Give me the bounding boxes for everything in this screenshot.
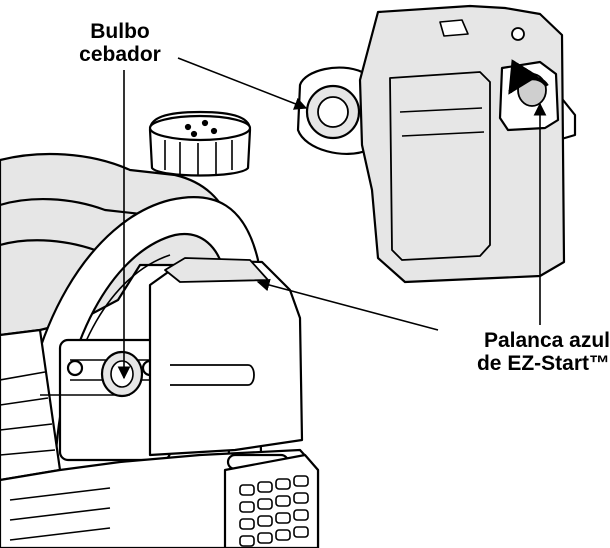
inset-cover-panel-lines bbox=[399, 107, 485, 137]
air-filter-top-recess bbox=[164, 257, 269, 283]
leader-lever-engine bbox=[256, 278, 439, 331]
inset-cover-screw bbox=[511, 27, 525, 41]
inset-cover-closeup bbox=[296, 4, 577, 284]
primer-bulb-label: Bulbo cebador bbox=[60, 20, 180, 66]
leader-primer-inset bbox=[177, 57, 308, 110]
fuel-cap-grip bbox=[164, 140, 233, 176]
carb-screw bbox=[66, 359, 84, 377]
engine-shroud-seam bbox=[0, 198, 151, 217]
ez-start-lever-label-line2: de EZ-Start™ bbox=[476, 352, 610, 375]
inset-cover-top-notch bbox=[439, 19, 469, 37]
fuel-cap-top bbox=[148, 114, 252, 142]
engine-lower-ridges bbox=[9, 487, 111, 541]
inset-cover-panel bbox=[389, 71, 491, 261]
callout-lines bbox=[117, 57, 547, 380]
exhaust-grille bbox=[239, 475, 309, 547]
primer-bulb-label-line1: Bulbo bbox=[90, 20, 150, 43]
air-filter-cover bbox=[148, 258, 304, 457]
primer-bulb-label-line2: cebador bbox=[79, 43, 161, 66]
air-filter-slot bbox=[170, 364, 255, 386]
ez-start-lever-label-line1: Palanca azul bbox=[483, 329, 610, 352]
engine-shroud-seam-2 bbox=[0, 239, 96, 252]
curved-arrow-icon bbox=[508, 59, 549, 95]
engine-cooling-fins bbox=[0, 371, 56, 456]
engine-housing bbox=[0, 110, 320, 548]
ez-start-lever-label: Palanca azul de EZ-Start™ bbox=[438, 329, 610, 375]
